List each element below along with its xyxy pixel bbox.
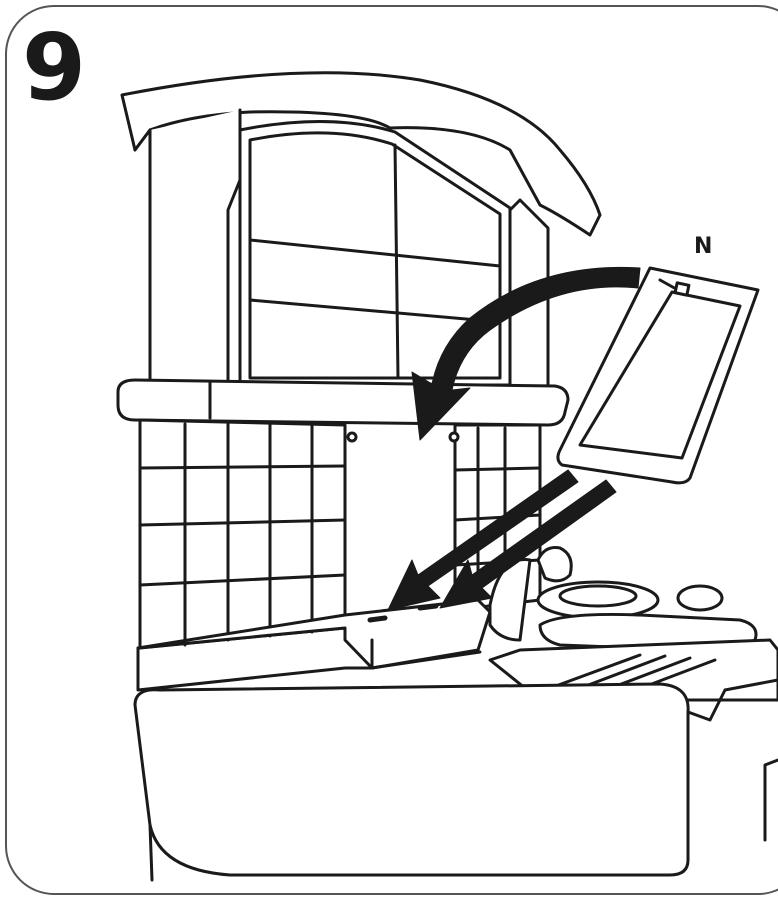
shelf	[118, 380, 568, 425]
part-n-panel	[558, 268, 758, 483]
step-number: 9	[22, 22, 86, 114]
part-label-n: N	[694, 236, 712, 258]
counter-base	[135, 684, 688, 875]
left-pillar	[150, 110, 240, 388]
